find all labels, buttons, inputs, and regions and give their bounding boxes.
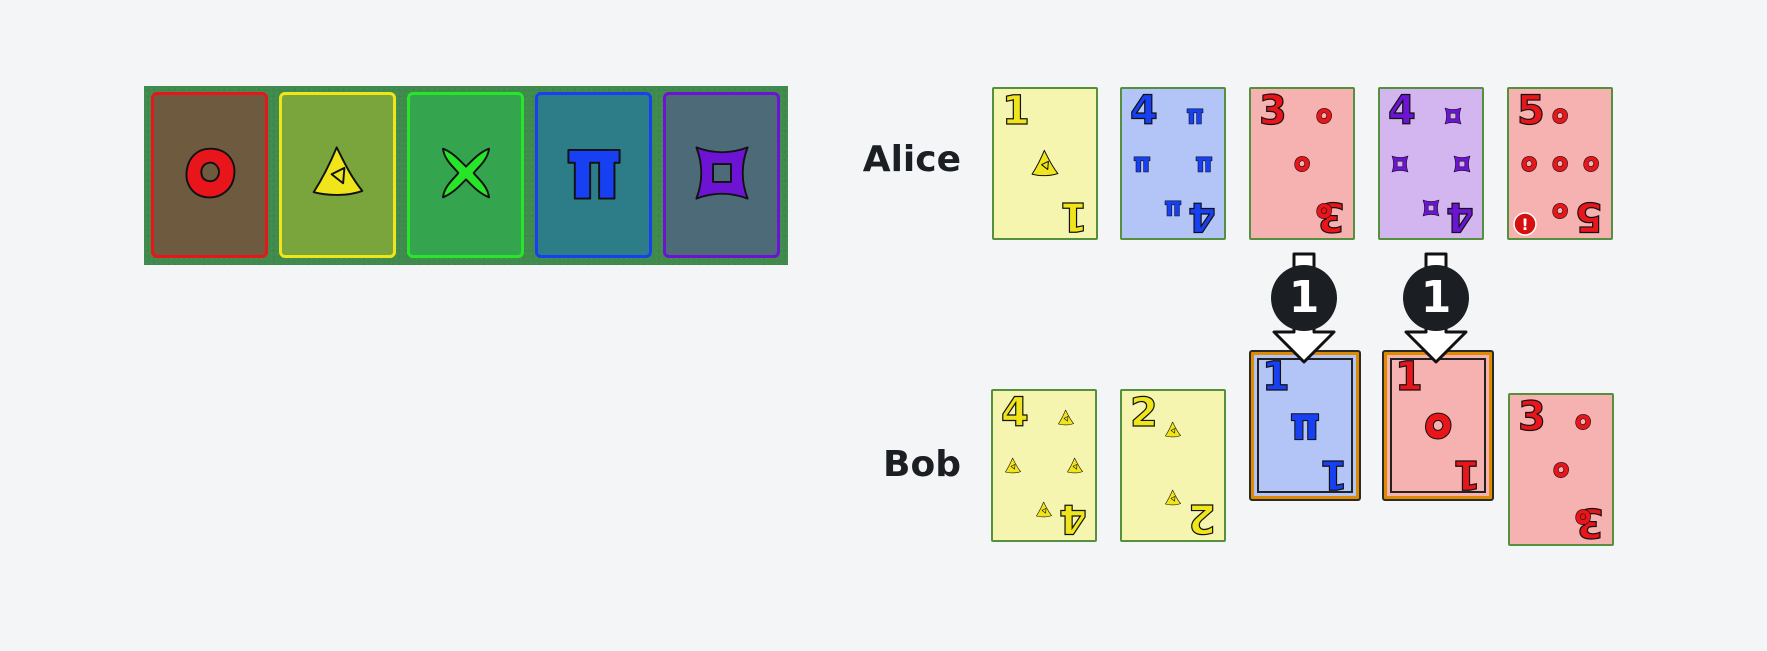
clue-number: 1	[1420, 272, 1452, 323]
red-suit-icon	[1551, 460, 1571, 480]
blue-suit-icon	[562, 141, 626, 209]
yellow-suit-icon	[1065, 456, 1085, 476]
card-rank-inverted: 5	[1575, 192, 1604, 239]
red-suit-icon	[1314, 106, 1334, 126]
yellow-suit-icon	[1028, 147, 1062, 181]
red-suit-icon	[178, 141, 242, 209]
red-suit-icon	[1581, 154, 1601, 174]
card-rank: 3	[1258, 88, 1287, 134]
play-stack-green	[407, 92, 524, 258]
card-rank: 4	[1129, 88, 1158, 134]
blue-suit-icon	[1163, 198, 1183, 218]
player-name-alice: Alice	[862, 139, 961, 180]
card-alice-5[interactable]: 5 5 !	[1507, 87, 1613, 240]
exclamation-icon: !	[1513, 212, 1537, 236]
yellow-suit-icon	[1056, 408, 1076, 428]
play-stack-yellow	[279, 92, 396, 258]
red-suit-icon	[1292, 154, 1312, 174]
clue-arrow: 1	[1396, 252, 1476, 364]
card-rank-inverted: 4	[1446, 192, 1475, 239]
play-stacks	[144, 86, 788, 265]
red-suit-icon	[1550, 154, 1570, 174]
card-rank: 1	[1394, 354, 1423, 400]
clue-badge	[1271, 265, 1337, 331]
card-rank-inverted: 4	[1059, 494, 1088, 541]
card-rank: 4	[1387, 88, 1416, 134]
purple-suit-icon	[1390, 154, 1410, 174]
red-suit-icon	[1314, 201, 1334, 221]
blue-suit-icon	[1185, 106, 1205, 126]
clue-arrow: 1	[1264, 252, 1344, 364]
green-suit-icon	[434, 141, 498, 209]
red-suit-icon	[1421, 409, 1455, 443]
yellow-suit-icon	[1034, 500, 1054, 520]
play-stack-red	[151, 92, 268, 258]
red-suit-icon	[1573, 412, 1593, 432]
yellow-suit-icon	[306, 141, 370, 209]
card-rank: 3	[1517, 394, 1546, 440]
red-suit-icon	[1519, 154, 1539, 174]
purple-suit-icon	[690, 141, 754, 209]
purple-suit-icon	[1452, 154, 1472, 174]
card-rank: 4	[1000, 390, 1029, 436]
yellow-suit-icon	[1163, 488, 1183, 508]
card-rank: 5	[1516, 88, 1545, 134]
play-stack-blue	[535, 92, 652, 258]
player-name-bob: Bob	[883, 444, 961, 485]
blue-suit-icon	[1194, 154, 1214, 174]
card-rank-inverted: 1	[1060, 192, 1089, 239]
play-stack-purple	[663, 92, 780, 258]
blue-suit-icon	[1288, 409, 1322, 443]
clue-badge	[1403, 265, 1469, 331]
card-rank: 1	[1001, 88, 1030, 134]
card-rank-inverted: 4	[1188, 192, 1217, 239]
card-rank: 1	[1261, 354, 1290, 400]
purple-suit-icon	[1421, 198, 1441, 218]
card-rank: 2	[1129, 390, 1158, 436]
purple-suit-icon	[1443, 106, 1463, 126]
card-rank-inverted: 1	[1453, 450, 1482, 497]
yellow-suit-icon	[1003, 456, 1023, 476]
yellow-suit-icon	[1163, 420, 1183, 440]
red-suit-icon	[1550, 106, 1570, 126]
card-rank-inverted: 2	[1188, 494, 1217, 541]
red-suit-icon	[1550, 201, 1570, 221]
card-rank-inverted: 1	[1320, 450, 1349, 497]
clue-number: 1	[1288, 272, 1320, 323]
svg-text:!: !	[1521, 215, 1528, 234]
blue-suit-icon	[1132, 154, 1152, 174]
red-suit-icon	[1573, 507, 1593, 527]
